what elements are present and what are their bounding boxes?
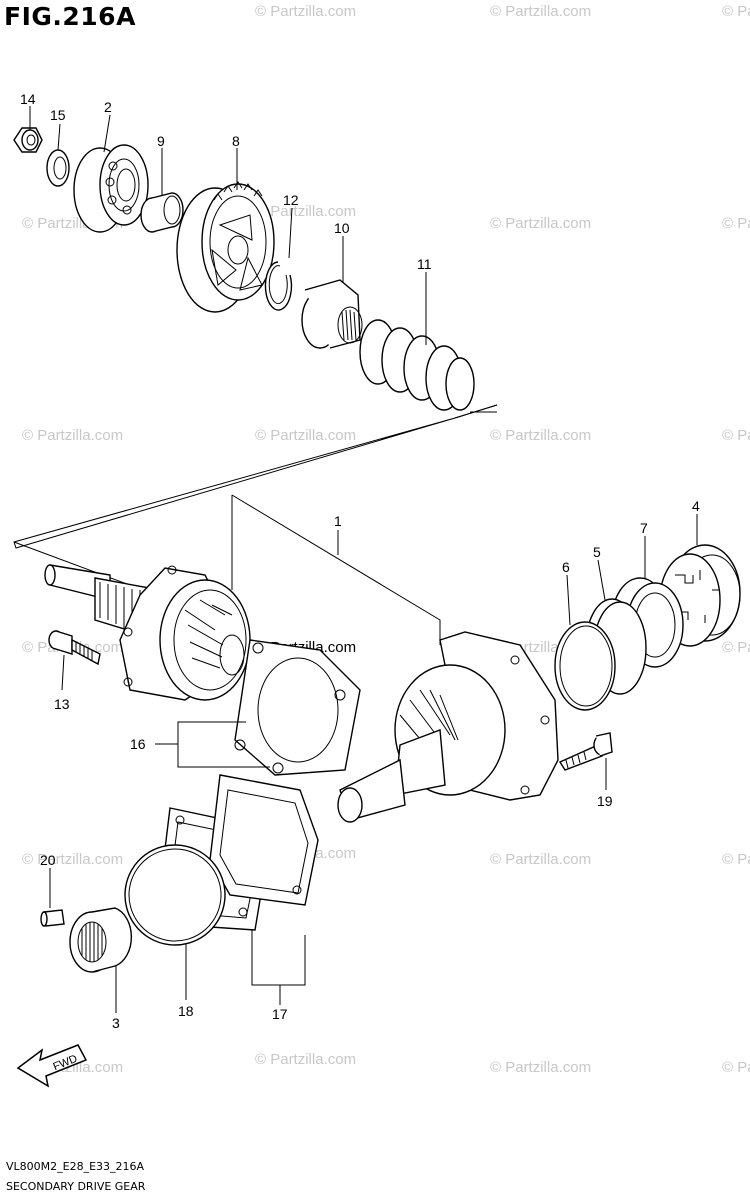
callout-5: 5 (593, 544, 601, 560)
figure-title: FIG.216A (4, 2, 136, 31)
part-18-o-ring (124, 844, 226, 946)
watermark: © Partzilla.com (255, 1051, 356, 1068)
callout-3: 3 (112, 1015, 120, 1031)
callout-17: 17 (272, 1006, 288, 1022)
callout-19: 19 (597, 793, 613, 809)
watermark: © Partzilla.com (255, 427, 356, 444)
watermark: © Partzilla.com (22, 851, 123, 868)
watermark: © Partzilla.com (255, 203, 356, 220)
watermark: © Partzilla.com (722, 215, 750, 232)
watermark: © Partzilla.com (722, 1059, 750, 1076)
watermark: © Partzilla.com (490, 215, 591, 232)
callout-18: 18 (178, 1003, 194, 1019)
watermark: © Partzilla.com (22, 427, 123, 444)
part-3-needle-bearing (69, 907, 133, 973)
part-12-circlip (264, 261, 293, 311)
part-19-bolt (558, 732, 613, 771)
part-13-bolt (48, 630, 101, 666)
part-10-cam (301, 279, 363, 349)
part-2-bearing (73, 144, 149, 233)
part-4-housing-ring (659, 544, 741, 647)
callout-11: 11 (417, 256, 432, 272)
part-6-o-ring (554, 621, 616, 711)
callout-6: 6 (562, 559, 570, 575)
model-code: VL800M2_E28_E33_216A (6, 1160, 145, 1173)
callout-9: 9 (157, 133, 165, 149)
watermark: © Partzilla.com (490, 427, 591, 444)
callout-2: 2 (104, 99, 112, 115)
callout-15: 15 (50, 107, 66, 123)
watermark: © Partzilla.com (490, 1059, 591, 1076)
part-15-washer (46, 149, 70, 187)
part-8-gear (176, 181, 275, 313)
callout-12: 12 (283, 192, 299, 208)
part-1-drive-shaft (44, 564, 251, 701)
callout-8: 8 (232, 133, 240, 149)
part-11-spring (359, 319, 475, 411)
watermark: © Partzilla.com (722, 427, 750, 444)
watermark: © Partzilla.com (490, 3, 591, 20)
callout-1: 1 (334, 513, 342, 529)
part-14-nut (13, 127, 43, 153)
callout-14: 14 (20, 91, 36, 107)
watermark: © Partzilla.com (722, 3, 750, 20)
part-20-dowel-pin (40, 909, 65, 927)
watermark: © Partzilla.com (490, 851, 591, 868)
part-16-gasket (234, 639, 361, 776)
callout-4: 4 (692, 498, 700, 514)
watermark-layer: © Partzilla.com © Partzilla.com © Partzi… (22, 3, 750, 1076)
callout-labels: 14 15 2 9 8 12 10 11 1 4 7 5 6 13 16 19 … (20, 91, 700, 1031)
part-1-pinion-housing (337, 631, 559, 823)
leader-lines (29, 106, 698, 1013)
callout-20: 20 (40, 852, 56, 868)
part-9-bushing (140, 192, 184, 233)
watermark: © Partzilla.com (722, 639, 750, 656)
callout-13: 13 (54, 696, 70, 712)
watermark: © Partzilla.com (255, 3, 356, 20)
watermark: © Partzilla.com (722, 851, 750, 868)
figure-caption: SECONDARY DRIVE GEAR (6, 1180, 146, 1193)
callout-10: 10 (334, 220, 350, 236)
callout-7: 7 (640, 520, 648, 536)
callout-16: 16 (130, 736, 146, 752)
